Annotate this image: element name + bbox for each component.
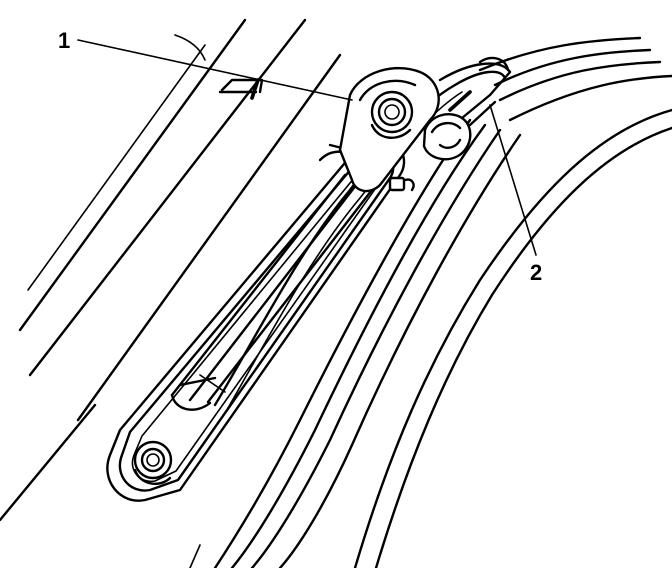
leader-line-2: [489, 104, 537, 256]
callout-label-1: 1: [58, 28, 71, 53]
hinge-bracket: [338, 67, 440, 193]
leader-line-1: [77, 39, 353, 101]
upper-slot: [218, 78, 264, 100]
cable-retainer-clip: [388, 90, 497, 192]
strut-bar: [170, 143, 377, 411]
callout-label-2: 2: [530, 260, 543, 285]
leader-lines: [77, 39, 537, 256]
lower-bolt: [133, 440, 173, 486]
door-frame-seals: [189, 36, 672, 568]
